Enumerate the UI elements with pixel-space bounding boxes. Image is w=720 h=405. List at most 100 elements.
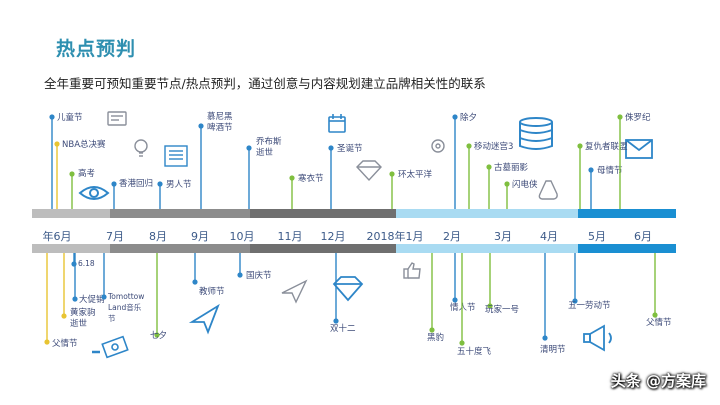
paper-plane-blue-icon [188, 303, 220, 335]
timeline-event: 香港回归 [111, 178, 153, 209]
timeline-event: 移动迷宫3 [466, 141, 513, 209]
event-label: 移动迷宫3 [474, 141, 513, 152]
timeline-event: 环太平洋 [389, 169, 433, 209]
event-label: 闪电侠 [512, 179, 538, 190]
timeline-bottom-bar [578, 244, 676, 253]
timeline-bottom-bar [250, 244, 396, 253]
timeline-bottom-bar [110, 244, 250, 253]
flask-icon [538, 180, 558, 200]
timeline-event: 寒衣节 [289, 173, 324, 209]
timeline-bottom-bar [32, 244, 110, 253]
timeline-event: 父情节 [44, 253, 78, 349]
event-label: 七夕 [150, 330, 167, 341]
event-label: 黑豹 [427, 332, 444, 343]
timeline-event: 男人节 [157, 180, 192, 209]
event-dot [486, 164, 492, 170]
event-label: 寒衣节 [298, 173, 324, 184]
event-dot [71, 261, 77, 267]
timeline-top-bar [578, 209, 676, 218]
event-label: 古墓丽影 [494, 162, 529, 173]
watermark: 头条 @方案库 [610, 372, 706, 390]
event-dot [429, 327, 435, 333]
event-label: 玩家一号 [485, 304, 519, 315]
month-tick-label: 10月 [230, 230, 255, 243]
paper-plane-icon [281, 279, 308, 304]
month-tick-label: 9月 [191, 230, 209, 243]
diamond-blue-icon [332, 276, 364, 302]
month-tick-label: 2月 [443, 230, 461, 243]
event-label: 乔布斯 [256, 136, 282, 147]
timeline-top-bar [396, 209, 578, 218]
event-label: 环太平洋 [398, 169, 433, 180]
event-label: 父情节 [646, 317, 672, 328]
event-label: 男人节 [166, 180, 192, 190]
gear-icon [431, 139, 445, 153]
event-dot [72, 296, 78, 302]
timeline-event: 父情节 [646, 253, 672, 328]
event-label: 侏罗纪 [625, 112, 651, 123]
timeline-event: NBA总决赛 [54, 139, 106, 209]
timeline-bottom-bar [396, 244, 578, 253]
timeline-event: 儿童节 [49, 112, 83, 209]
event-dot [289, 175, 295, 181]
event-label: 国庆节 [246, 270, 272, 281]
event-label: 圣诞节 [337, 144, 363, 154]
event-dot [333, 318, 339, 324]
timeline-event: 复仇者联盟 [577, 141, 628, 209]
monitor-icon [107, 111, 127, 126]
event-dot [49, 114, 55, 120]
month-tick-label: 2018年1月 [367, 229, 424, 243]
event-dot [487, 303, 493, 309]
event-label: 黄家驹 [70, 307, 96, 318]
page-title: 热点预判 [56, 38, 137, 60]
eye-icon [78, 186, 110, 200]
event-label: 逝世 [256, 147, 274, 158]
event-dot [328, 145, 334, 151]
event-label: 教师节 [199, 286, 225, 297]
timeline-event: 国庆节 [237, 253, 272, 281]
event-label: 6.18 [78, 259, 95, 268]
event-label: 清明节 [540, 344, 566, 355]
timeline-event: 高考 [69, 168, 95, 209]
month-tick-label: 11月 [278, 230, 303, 243]
event-label: 儿童节 [57, 112, 83, 123]
timeline-top-bar [110, 209, 250, 218]
event-dot [652, 312, 658, 318]
event-dot [154, 332, 160, 338]
event-label: 大促销 [79, 294, 105, 305]
timeline-event: 除夕 [452, 112, 477, 209]
timeline-event: 闪电侠 [504, 179, 538, 209]
month-tick-label: 8月 [149, 230, 167, 243]
month-tick-label: 5月 [588, 230, 606, 243]
megaphone-icon [583, 324, 612, 352]
month-tick-label: 3月 [494, 230, 512, 243]
event-dot [246, 145, 252, 151]
newspaper-icon [164, 145, 188, 167]
event-dot [198, 123, 204, 129]
event-dot [101, 294, 107, 300]
timeline-event: 教师节 [192, 253, 225, 297]
event-dot [572, 298, 578, 304]
event-label: 双十二 [330, 323, 356, 334]
event-dot [61, 313, 67, 319]
event-dot [459, 340, 465, 346]
event-label: 母情节 [597, 165, 623, 176]
event-label: 香港回归 [119, 178, 153, 189]
event-label: 高考 [78, 168, 95, 179]
event-label: 除夕 [460, 112, 477, 123]
event-dot [389, 171, 395, 177]
database-icon [519, 117, 553, 150]
timeline-event: 黑豹 [427, 253, 444, 343]
lightbulb-icon [134, 139, 148, 157]
event-dot [54, 141, 60, 147]
event-dot [111, 181, 117, 187]
month-tick-label: 4月 [540, 230, 558, 243]
event-dot [588, 167, 594, 173]
timeline-event: 侏罗纪 [617, 112, 651, 209]
page-subtitle: 全年重要可预知重要节点/热点预判，通过创意与内容规划建立品牌相关性的联系 [44, 76, 486, 91]
event-dot [617, 114, 623, 120]
timeline-event: 古墓丽影 [486, 162, 529, 209]
